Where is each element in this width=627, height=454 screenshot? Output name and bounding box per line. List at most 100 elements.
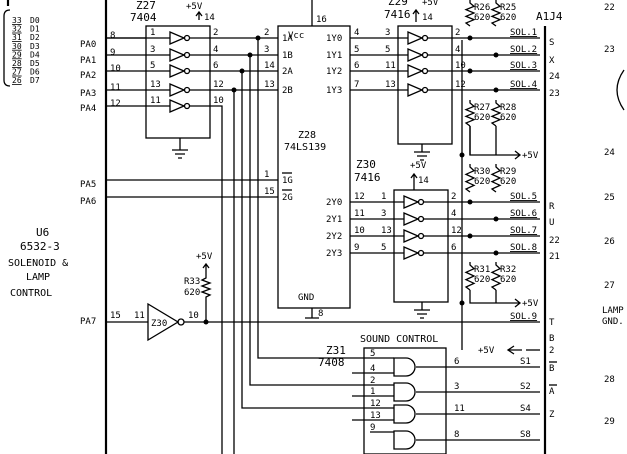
z29-out-pin: 2 xyxy=(455,28,460,38)
z27-ground xyxy=(172,138,188,159)
z27-inverter-1 xyxy=(169,48,186,62)
u6-ref: U6 xyxy=(36,226,49,239)
svg-text:10: 10 xyxy=(110,64,121,74)
sound-label: S4 xyxy=(520,404,531,414)
junction-dot xyxy=(493,250,499,256)
z28-ref: Z28 xyxy=(298,130,316,141)
z27-in-pin: 1 xyxy=(150,28,155,38)
z27-inverter-3 xyxy=(169,83,186,97)
z29-ref: Z29 xyxy=(388,0,408,8)
z29-out-pin: 10 xyxy=(455,61,466,71)
z28-output-label: 2Y2 xyxy=(326,232,342,242)
svg-text:+5V: +5V xyxy=(478,346,495,356)
supply-label: +5V xyxy=(522,299,539,309)
z28-output-label: 2Y1 xyxy=(326,215,342,225)
z27-out-pin: 6 xyxy=(213,61,218,71)
solenoid-label: SOL.1 xyxy=(510,28,537,38)
z30-out-pin: 2 xyxy=(451,192,456,202)
z28-output-label: 2Y3 xyxy=(326,249,342,259)
z28-input-label: 2B xyxy=(282,86,293,96)
z27-in-pin: 11 xyxy=(150,96,161,106)
resistor-R28 xyxy=(490,100,502,127)
u6-func1: SOLENOID & xyxy=(8,258,68,269)
edge-number: 22 xyxy=(604,3,615,13)
z28-output-label: 2Y0 xyxy=(326,198,342,208)
z30-buffer-2 xyxy=(403,229,420,243)
resistor-network: R26620R25620R27620R28620+5VR30620R29620R… xyxy=(464,0,539,309)
resistor-val: 620 xyxy=(500,113,516,123)
connector-pin: B xyxy=(549,364,554,374)
z31-ref: Z31 xyxy=(326,344,346,357)
edge-arc xyxy=(616,69,625,111)
z29-buffer-1 xyxy=(407,48,424,62)
resistor-ref: R27 xyxy=(474,103,490,113)
junction-dot xyxy=(467,68,473,74)
resistor-R29 xyxy=(490,164,502,193)
connector-pin: 23 xyxy=(549,89,560,99)
z28-output-label: 1Y0 xyxy=(326,34,342,44)
connector-pin: 21 xyxy=(549,252,560,262)
z28-part: 74LS139 xyxy=(284,142,326,153)
port-pa2: PA2 xyxy=(80,71,96,81)
z30-buffer-3-bubble xyxy=(417,249,425,257)
junction-dot xyxy=(493,87,499,93)
z29-supply-pin: 14 xyxy=(422,13,433,23)
z31-in-pin: 4 xyxy=(370,364,375,374)
z29-buffer-1-bubble xyxy=(421,51,429,59)
port-pa1: PA1 xyxy=(80,56,96,66)
z30-buffer-3 xyxy=(403,246,420,260)
connector-pin: 24 xyxy=(549,72,560,82)
z28-input-pin: 2 xyxy=(264,28,269,38)
resistor-R30 xyxy=(464,164,476,193)
z30-buffer-2-bubble xyxy=(417,232,425,240)
z31-in-pin: 12 xyxy=(370,399,381,409)
z30-out-pin: 12 xyxy=(451,226,462,236)
bus-line-num: 28 xyxy=(12,59,22,68)
z27-ref: Z27 xyxy=(136,0,156,12)
svg-text:12: 12 xyxy=(110,99,121,109)
z30-buffer-1-bubble xyxy=(417,215,425,223)
z27-out-pin: 12 xyxy=(213,80,224,90)
port-pa6: PA6 xyxy=(80,197,96,207)
supply-label: +5V xyxy=(522,151,539,161)
resistor-val: 620 xyxy=(474,113,490,123)
z28-output-pin: 7 xyxy=(354,80,359,90)
resistor-ref: R28 xyxy=(500,103,516,113)
z27-inverter-3-bubble xyxy=(183,86,191,94)
z27-out-pin: 2 xyxy=(213,28,218,38)
resistor-ref: R31 xyxy=(474,265,490,275)
z30-in-pin: 5 xyxy=(381,243,386,253)
solenoid-outputs: SOL.1SOL.2SOL.3SOL.4SOL.5SOL.6SOL.7SOL.8… xyxy=(467,28,537,322)
connector-pin: R xyxy=(549,202,555,212)
z27-inverter-2 xyxy=(169,64,186,78)
resistor-val: 620 xyxy=(500,275,516,285)
z28-input-pin: 14 xyxy=(264,61,275,71)
z28-output-pin: 10 xyxy=(354,226,365,236)
edge-lamp-2: GND. xyxy=(602,317,624,327)
bus-line-name: D5 xyxy=(30,59,40,68)
z29-in-pin: 11 xyxy=(385,61,396,71)
z29-buffer-0-bubble xyxy=(421,34,429,42)
z29-out-pin: 12 xyxy=(455,80,466,90)
resistor-R27 xyxy=(464,100,476,127)
u6-part: 6532-3 xyxy=(20,240,60,253)
z29-in-pin: 5 xyxy=(385,45,390,55)
z28-output-label: 1Y2 xyxy=(326,67,342,77)
z29-buffer-3 xyxy=(407,83,424,97)
u6-func2: LAMP xyxy=(26,272,50,283)
bus-line-name: D6 xyxy=(30,68,40,77)
z27-supply: +5V xyxy=(186,2,203,12)
z27-inverter-4-bubble xyxy=(183,102,191,110)
solenoid-label: SOL.6 xyxy=(510,209,537,219)
connector-pin: U xyxy=(549,218,554,228)
z28-vcc-pin: 16 xyxy=(316,15,327,25)
z30-in-pin: 3 xyxy=(381,209,386,219)
z28-input-pin: 13 xyxy=(264,80,275,90)
svg-text:15: 15 xyxy=(110,311,121,321)
z28-gnd-pin: 8 xyxy=(318,309,323,319)
resistor-ref: R32 xyxy=(500,265,516,275)
resistor-R25 xyxy=(490,0,502,27)
